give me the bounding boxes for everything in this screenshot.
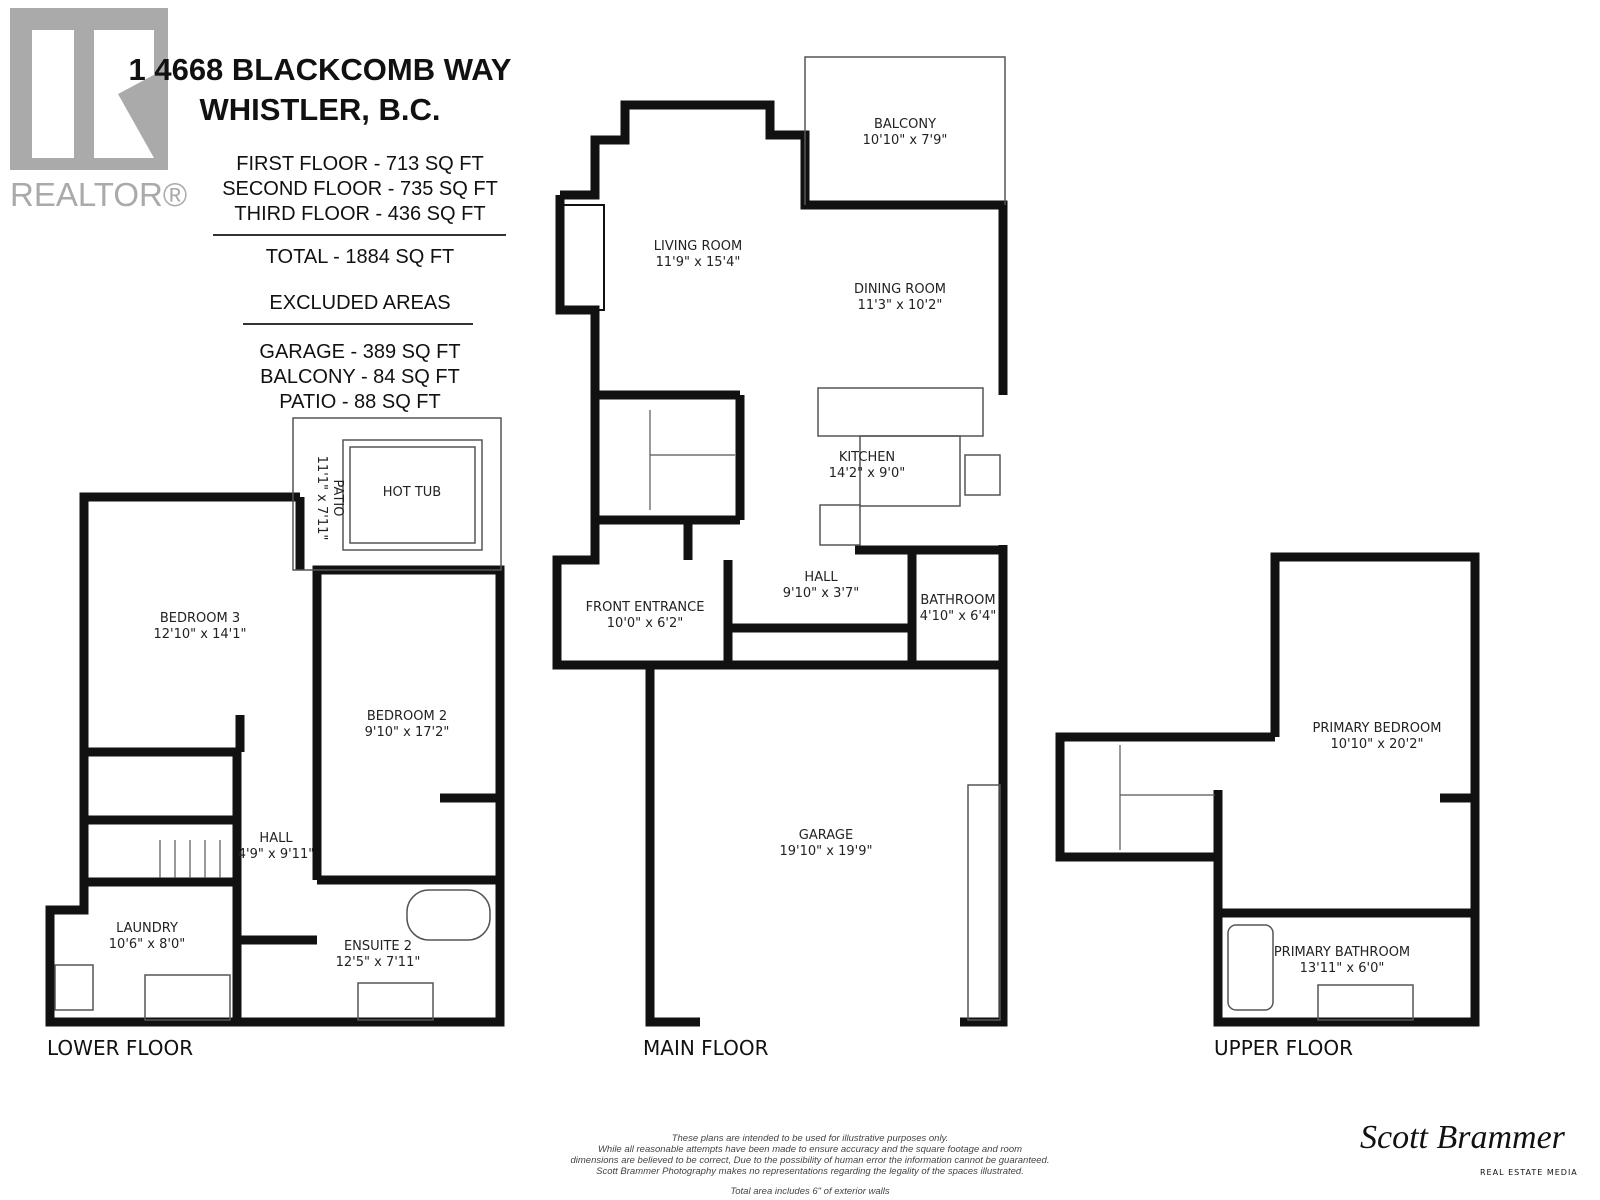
fireplace (561, 204, 605, 311)
stairs (159, 410, 1215, 878)
room-dims: 19'10" x 19'9" (780, 844, 873, 859)
address-line-1: 1 4668 BLACKCOMB WAY (128, 52, 512, 87)
plan-element (819, 504, 861, 546)
room-dims: 9'10" x 17'2" (365, 725, 450, 740)
hot-tub (349, 446, 476, 544)
plan-element (54, 56, 1414, 1021)
total-area-note: Total area includes 6" of exterior walls (730, 1186, 890, 1197)
room-dims: 10'6" x 8'0" (109, 937, 185, 952)
plan-element (960, 545, 1008, 1027)
room-name: LAUNDRY (116, 921, 178, 936)
room-dims: 12'5" x 7'11" (336, 955, 421, 970)
plan-element (342, 439, 483, 551)
room-name: KITCHEN (839, 450, 895, 465)
main-floor-walls (560, 100, 1008, 395)
plan-element: PATIO 11'1" x 7'11" (314, 456, 345, 541)
room-labels: BEDROOM 3 12'10" x 14'1" BEDROOM 2 9'10"… (109, 117, 1442, 976)
realtor-logo-text: REALTOR® (10, 176, 188, 213)
room-name: HALL (804, 570, 838, 585)
bathtub (1227, 924, 1274, 1011)
disclaimer-line: Scott Brammer Photography makes no repre… (596, 1166, 1024, 1177)
room-dims: 14'2" x 9'0" (829, 466, 905, 481)
room-name: BATHROOM (920, 593, 995, 608)
main-floor-label: MAIN FLOOR (643, 1036, 769, 1060)
divider (243, 323, 473, 325)
room-name: BEDROOM 2 (367, 709, 447, 724)
room-dims: 4'9" x 9'11" (238, 847, 314, 862)
room-dims: 10'0" x 6'2" (607, 616, 683, 631)
upper-floor-label: UPPER FLOOR (1214, 1036, 1353, 1060)
room-name: BALCONY (874, 117, 936, 132)
room-name: FRONT ENTRANCE (586, 600, 705, 615)
room-name: DINING ROOM (854, 282, 946, 297)
signature-subtitle: REAL ESTATE MEDIA (1480, 1168, 1578, 1177)
garage-shelving (967, 784, 1001, 1021)
lower-floor-label: LOWER FLOOR (47, 1036, 194, 1060)
patio (292, 417, 502, 571)
room-name: BEDROOM 3 (160, 611, 240, 626)
room-name: PRIMARY BATHROOM (1274, 945, 1410, 960)
plan-element (859, 435, 961, 507)
room-name: ENSUITE 2 (344, 939, 412, 954)
floor-area: FIRST FLOOR - 713 SQ FT (236, 153, 484, 175)
realtor-logo (10, 8, 168, 170)
room-dims: 12'10" x 14'1" (154, 627, 247, 642)
room-name: HALL (259, 831, 293, 846)
divider (213, 234, 506, 236)
plan-element (54, 964, 94, 1011)
property-address: 1 4668 BLACKCOMB WAY WHISTLER, B.C. (100, 50, 540, 130)
disclaimer-line: These plans are intended to be used for … (671, 1133, 949, 1144)
excluded-area: PATIO - 88 SQ FT (279, 391, 441, 413)
vanity (357, 982, 434, 1021)
floor-area: SECOND FLOOR - 735 SQ FT (222, 178, 498, 200)
room-dims: 9'10" x 3'7" (783, 586, 859, 601)
excluded-area: GARAGE - 389 SQ FT (259, 341, 461, 363)
excluded-areas-title: EXCLUDED AREAS (269, 292, 451, 314)
washer-dryer (144, 974, 231, 1021)
plan-element (45, 100, 1480, 1027)
room-name: HOT TUB (383, 485, 441, 500)
room-dims: 10'10" x 7'9" (863, 133, 948, 148)
room-name: PRIMARY BEDROOM (1313, 721, 1442, 736)
room-name: PATIO (330, 480, 345, 517)
stove (964, 454, 1001, 496)
total-area: TOTAL - 1884 SQ FT (265, 246, 455, 268)
signature-logo: Scott Brammer (1360, 1119, 1565, 1156)
disclaimer-line: While all reasonable attempts have been … (597, 1144, 1023, 1155)
room-dims: 13'11" x 6'0" (1300, 961, 1385, 976)
floor-area: THIRD FLOOR - 436 SQ FT (234, 203, 486, 225)
room-name: LIVING ROOM (654, 239, 742, 254)
bathtub (406, 889, 491, 941)
balcony (804, 56, 1006, 205)
disclaimer-line: dimensions are believed to be correct, D… (570, 1155, 1050, 1166)
address-line-2: WHISTLER, B.C. (199, 92, 441, 127)
excluded-areas: GARAGE - 389 SQ FT BALCONY - 84 SQ FT PA… (200, 340, 520, 415)
excluded-area: BALCONY - 84 SQ FT (260, 366, 460, 388)
disclaimer: These plans are intended to be used for … (460, 1133, 1160, 1177)
room-dims: 11'1" x 7'11" (314, 456, 329, 541)
vanity (1317, 984, 1414, 1021)
room-dims: 10'10" x 20'2" (1331, 737, 1424, 752)
room-dims: 11'3" x 10'2" (858, 298, 943, 313)
floor-areas: FIRST FLOOR - 713 SQ FT SECOND FLOOR - 7… (200, 152, 520, 227)
room-name: GARAGE (799, 828, 853, 843)
kitchen-counter (817, 387, 984, 437)
room-dims: 11'9" x 15'4" (656, 255, 741, 270)
room-dims: 4'10" x 6'4" (920, 609, 996, 624)
upper-floor-walls (1055, 552, 1480, 1027)
